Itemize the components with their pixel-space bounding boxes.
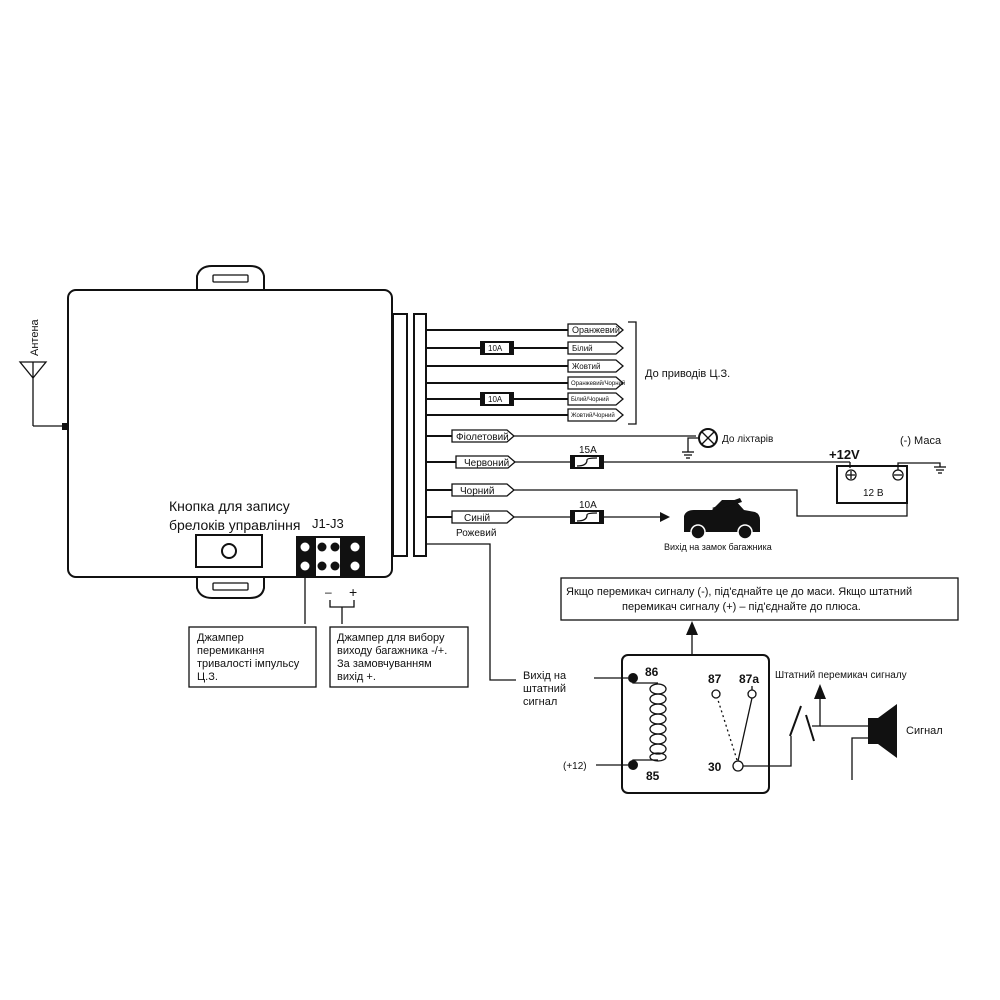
horn-output-line2: штатний xyxy=(523,683,566,695)
jumper-note-2-line3: За замовчуванням xyxy=(337,658,432,670)
relay: 86 85 87 87a 30 (+12) xyxy=(563,654,792,794)
horn-label: Сигнал xyxy=(906,725,943,737)
horn-switch-label: Штатний перемикач сигналу xyxy=(775,670,907,681)
wire-orange-label: Оранжевий xyxy=(572,325,620,335)
relay-pin-86: 86 xyxy=(645,665,659,679)
wire-white-black-label: Білий/Чорний xyxy=(571,396,609,403)
record-button-label-1: Кнопка для запису xyxy=(169,498,290,514)
jumper-note-duration: Джампер перемикання тривалості імпульсу … xyxy=(188,626,317,688)
record-button: Кнопка для запису брелоків управління xyxy=(169,498,300,568)
signal-note: Якщо перемикач сигналу (-), під'єднайте … xyxy=(560,577,959,655)
wire-yellow-black-label: Жовтий/Чорний xyxy=(571,412,615,419)
wire-violet: Фіолетовий До ліхтарів xyxy=(426,428,773,459)
antenna-label: Антена xyxy=(29,318,41,356)
wire-yellow-label: Жовтий xyxy=(572,362,600,371)
signal-note-line2: перемикач сигналу (+) – під'єднайте до п… xyxy=(622,601,861,613)
wire-blue: Синій 10A Вихід на замок багажника xyxy=(426,498,772,552)
wire-pink-label: Рожевий xyxy=(456,528,496,539)
control-unit xyxy=(67,265,427,599)
jumper-note-2-line2: виходу багажника -/+. xyxy=(337,645,447,657)
fuse-white-label: 10A xyxy=(488,344,503,353)
fuse-red-label: 15A xyxy=(579,445,597,456)
jumpers-label: J1-J3 xyxy=(312,516,344,531)
wire-orange: Оранжевий xyxy=(426,323,624,337)
relay-coil xyxy=(649,683,667,762)
wire-violet-label: Фіолетовий xyxy=(456,432,509,443)
relay-pin-30: 30 xyxy=(708,760,722,774)
wire-black-label: Чорний xyxy=(460,486,494,497)
relay-pin-87a: 87a xyxy=(739,672,759,686)
jumper-note-1-line1: Джампер xyxy=(197,632,244,644)
horn-icon xyxy=(868,704,897,758)
jumper-note-2-line4: вихід +. xyxy=(337,671,376,683)
signal-note-line1: Якщо перемикач сигналу (-), під'єднайте … xyxy=(566,586,912,598)
jumper-plus: + xyxy=(349,584,357,600)
wire-red-label: Червоний xyxy=(464,458,509,469)
wire-orange-black-label: Оранжевий/Чорний xyxy=(571,380,625,387)
jumper-note-1-line3: тривалості імпульсу xyxy=(197,658,300,670)
jumper-note-1-line4: Ц.З. xyxy=(197,671,218,683)
lamps-label: До ліхтарів xyxy=(722,434,773,445)
fuse-blue-label: 10A xyxy=(579,500,597,511)
wire-pink: Рожевий Вихід на штатний сигнал xyxy=(426,528,567,708)
horn-output-line1: Вихід на xyxy=(523,670,567,682)
antenna: Антена xyxy=(18,318,69,430)
wire-black: Чорний xyxy=(426,481,908,517)
wire-white-label: Білий xyxy=(572,344,593,353)
central-lock-wires: Оранжевий 10A Білий Жовтий Оранжевий/Чор… xyxy=(426,321,730,425)
wire-red: Червоний 15A xyxy=(426,445,851,469)
record-button-label-2: брелоків управління xyxy=(169,517,300,533)
battery-voltage: 12 В xyxy=(863,488,884,499)
jumper-minus: – xyxy=(325,585,332,599)
battery-plus-label: +12V xyxy=(829,447,860,462)
wire-yellow-black: Жовтий/Чорний xyxy=(426,408,624,422)
wire-white-black: 10A Білий/Чорний xyxy=(426,392,624,406)
jumper-note-trunk: Джампер для вибору виходу багажника -/+.… xyxy=(329,626,469,688)
trunk-label: Вихід на замок багажника xyxy=(664,542,772,552)
wire-white: 10A Білий xyxy=(426,341,624,355)
relay-pin-87: 87 xyxy=(708,672,722,686)
relay-pin-85: 85 xyxy=(646,769,660,783)
battery: +12V (-) Маса 12 В xyxy=(829,435,946,504)
wire-orange-black: Оранжевий/Чорний xyxy=(426,376,625,390)
car-icon xyxy=(684,498,760,540)
horn-circuit: Штатний перемикач сигналу Сигнал xyxy=(775,670,943,780)
central-lock-label: До приводів Ц.З. xyxy=(645,368,730,380)
horn-output-line3: сигнал xyxy=(523,696,557,708)
battery-ground-label: (-) Маса xyxy=(900,435,942,447)
wire-yellow: Жовтий xyxy=(426,359,624,373)
jumper-note-2-line1: Джампер для вибору xyxy=(337,632,445,644)
jumper-note-1-line2: перемикання xyxy=(197,645,264,657)
jumper-block: J1-J3 – + xyxy=(296,516,365,624)
wire-blue-label: Синій xyxy=(464,513,490,524)
relay-supply-label: (+12) xyxy=(563,761,587,772)
fuse-white-black-label: 10A xyxy=(488,395,503,404)
